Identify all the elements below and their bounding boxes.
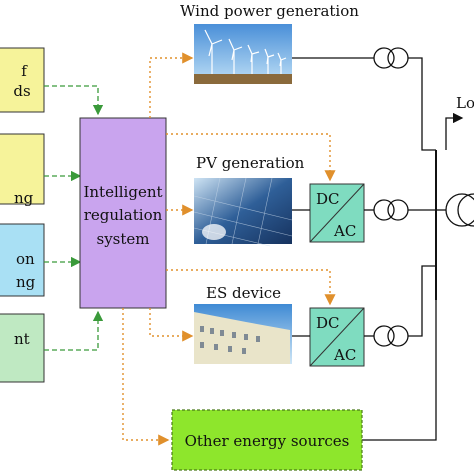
left-box-2-label: ng	[14, 189, 34, 207]
es-converter: DC AC	[309, 307, 365, 367]
transformers	[373, 47, 474, 347]
pv-panels-photo	[193, 177, 293, 247]
left-box-1-label-1: f	[21, 62, 28, 80]
intelligent-regulation-system: Intelligent regulation system	[79, 117, 167, 309]
pv-title: PV generation	[196, 154, 305, 172]
other-energy-sources: Other energy sources	[171, 409, 363, 471]
power-lines	[292, 57, 464, 441]
pv-converter: DC AC	[309, 183, 365, 243]
arrow-to-es	[149, 308, 194, 342]
arrow-box4	[44, 310, 104, 351]
left-box-4-label: nt	[14, 330, 30, 348]
es-converter-dc: DC	[316, 314, 340, 332]
central-label-2: regulation	[84, 206, 163, 224]
central-label-3: system	[97, 230, 150, 248]
left-box-3-label-1: on	[16, 250, 35, 268]
pv-converter-dc: DC	[316, 190, 340, 208]
load-arrow	[445, 112, 464, 150]
wind-to-bus	[408, 57, 436, 151]
load-label: Lo	[456, 94, 474, 112]
arrow-box1	[44, 85, 104, 116]
es-converter-ac: AC	[333, 346, 356, 364]
pv-converter-ac: AC	[333, 222, 356, 240]
arrow-to-wind	[149, 52, 194, 118]
arrow-to-other	[122, 308, 170, 446]
es-title: ES device	[206, 284, 281, 302]
left-box-3: on ng	[0, 223, 45, 297]
left-box-2: ng	[0, 133, 45, 207]
other-to-bus	[362, 300, 437, 441]
orange-arrows	[122, 52, 336, 446]
left-box-4: nt	[0, 313, 45, 383]
wind-title: Wind power generation	[180, 2, 359, 20]
green-arrows	[44, 85, 104, 351]
wind-farm-photo	[194, 24, 292, 84]
other-energy-sources-label: Other energy sources	[185, 432, 350, 450]
left-box-3-label-2: ng	[16, 273, 36, 291]
grid-transformer	[445, 193, 474, 227]
central-label-1: Intelligent	[83, 183, 162, 201]
left-box-1-label-2: ds	[13, 82, 30, 100]
left-box-1: f ds	[0, 47, 45, 113]
arrow-to-es-converter	[166, 269, 336, 306]
wind-transformer	[373, 47, 409, 69]
es-to-bus	[408, 265, 436, 337]
pv-transformer	[373, 199, 409, 221]
es-transformer	[373, 325, 409, 347]
es-device-photo	[194, 304, 292, 364]
